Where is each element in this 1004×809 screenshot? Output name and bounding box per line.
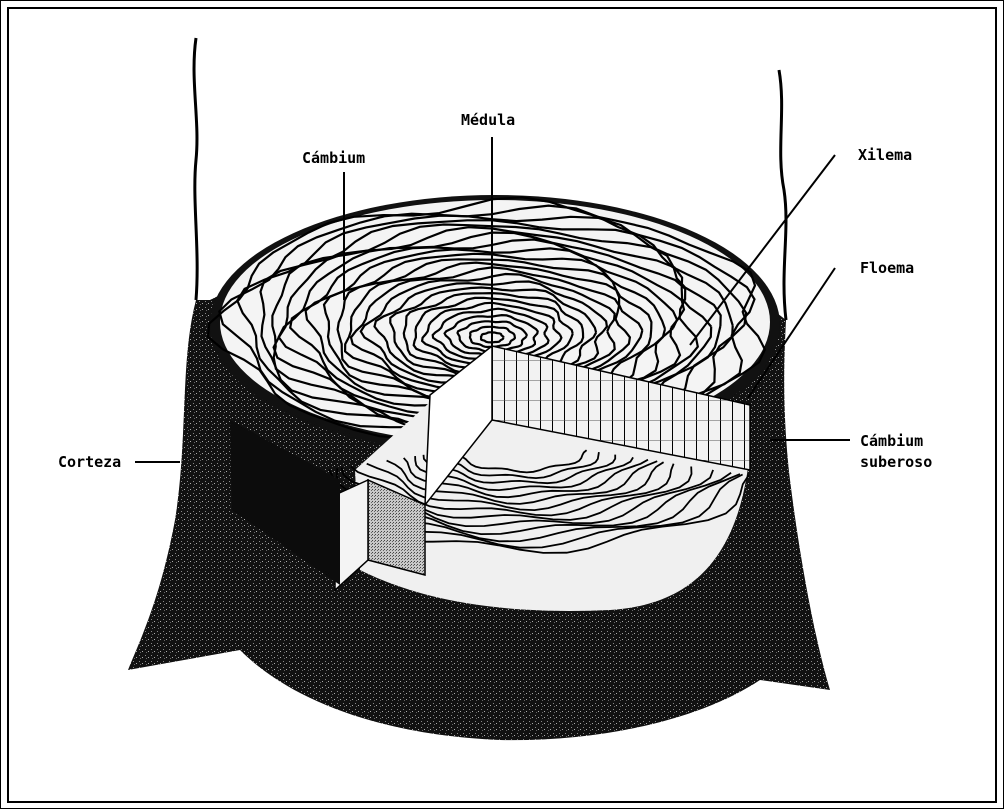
trunk-right-outline [779,70,786,320]
label-floema: Floema [860,259,914,277]
label-medula: Médula [461,111,515,129]
label-cambium-suberoso-line1: Cámbium [860,432,923,450]
label-cambium: Cámbium [302,149,365,167]
label-xilema: Xilema [858,146,912,164]
label-cambium-suberoso-line2: suberoso [860,453,932,471]
label-corteza: Corteza [58,453,121,471]
trunk-left-outline [194,38,197,300]
